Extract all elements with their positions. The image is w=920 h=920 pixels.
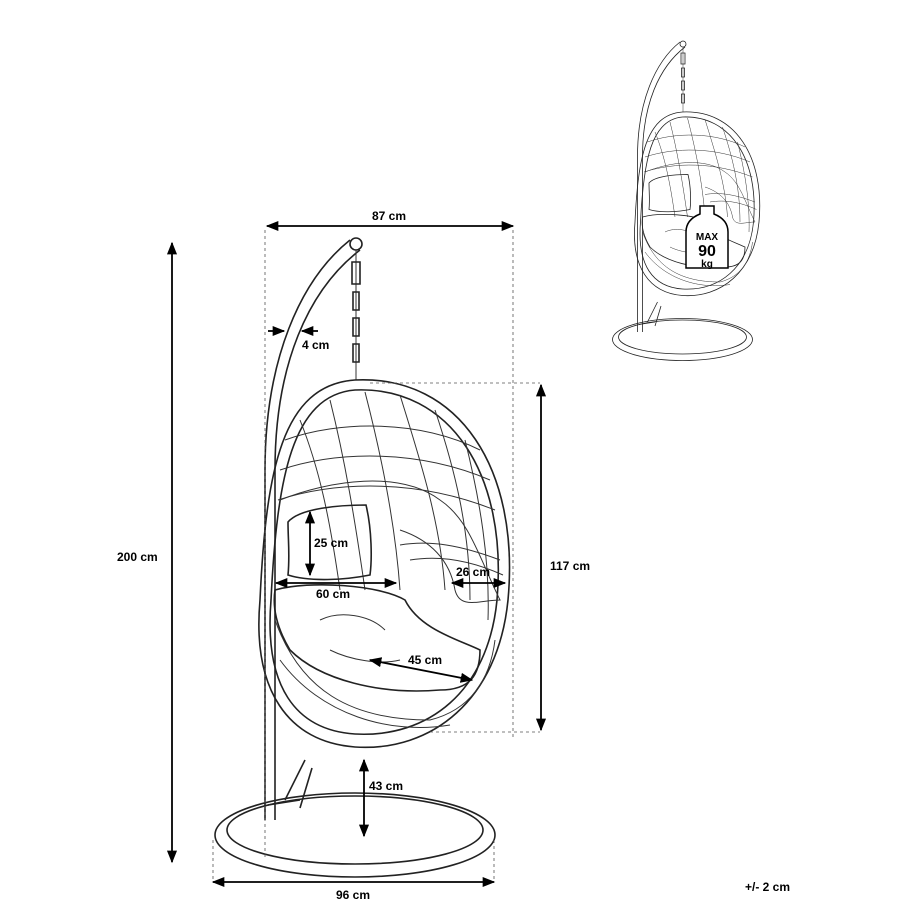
back-cushion-width-label: 60 cm (316, 587, 350, 601)
side-opening-label: 26 cm (456, 565, 490, 579)
height-label: 200 cm (117, 550, 158, 564)
weight-unit: kg (701, 259, 713, 270)
reference-chair-thumbnail (612, 40, 761, 361)
weight-max-label: MAX (696, 232, 719, 243)
weight-value: 90 (698, 243, 716, 260)
ground-clearance-label: 43 cm (369, 779, 403, 793)
chair-height-label: 117 cm (550, 559, 590, 573)
width-label: 87 cm (372, 209, 406, 223)
tolerance-note: +/- 2 cm (745, 880, 790, 894)
weight-capacity-icon: MAX 90 kg (685, 205, 729, 270)
seat-depth-label: 45 cm (408, 653, 442, 667)
back-cushion-height-label: 25 cm (314, 536, 348, 550)
seat-depth-line (368, 657, 474, 683)
pole-label: 4 cm (302, 338, 329, 352)
base-diameter-label: 96 cm (336, 888, 370, 902)
main-chair-drawing (214, 237, 511, 878)
